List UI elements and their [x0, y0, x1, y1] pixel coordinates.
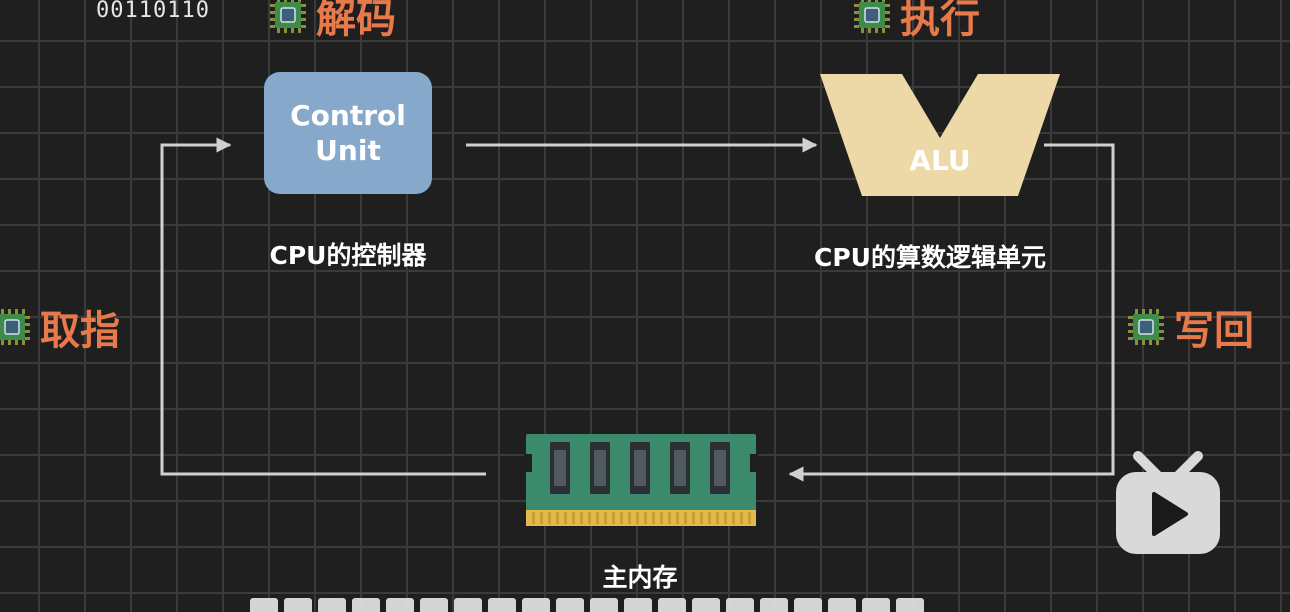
stage-decode: 解码 — [268, 0, 396, 44]
subtitle-fragment — [250, 598, 1050, 612]
stage-writeback-label: 写回 — [1174, 308, 1254, 354]
stage-decode-label: 解码 — [316, 0, 396, 42]
memory-caption: 主内存 — [602, 563, 678, 592]
stage-fetch-label: 取指 — [40, 308, 120, 354]
chip-icon — [270, 0, 306, 33]
stage-execute-label: 执行 — [900, 0, 980, 42]
control-unit-caption: CPU的控制器 — [269, 241, 427, 270]
stage-writeback: 写回 — [1126, 298, 1254, 356]
alu-caption: CPU的算数逻辑单元 — [814, 243, 1046, 272]
control-unit-text-line2: Unit — [315, 134, 381, 167]
binary-code-text: 00110110 — [96, 0, 210, 23]
alu-text: ALU — [909, 144, 971, 177]
control-unit-block: Control Unit — [264, 72, 432, 194]
alu-block — [820, 74, 1060, 196]
stage-fetch: 取指 — [0, 298, 120, 356]
chip-icon — [1128, 309, 1164, 345]
chip-icon — [854, 0, 890, 33]
arrow-writeback-to-memory — [788, 143, 1115, 482]
arrow-fetch-to-decode — [160, 137, 486, 476]
control-unit-text-line1: Control — [290, 99, 406, 132]
stage-execute: 执行 — [852, 0, 980, 44]
memory-stick-icon — [524, 434, 758, 526]
chip-icon — [0, 309, 30, 345]
bilibili-logo-icon — [1116, 451, 1220, 554]
